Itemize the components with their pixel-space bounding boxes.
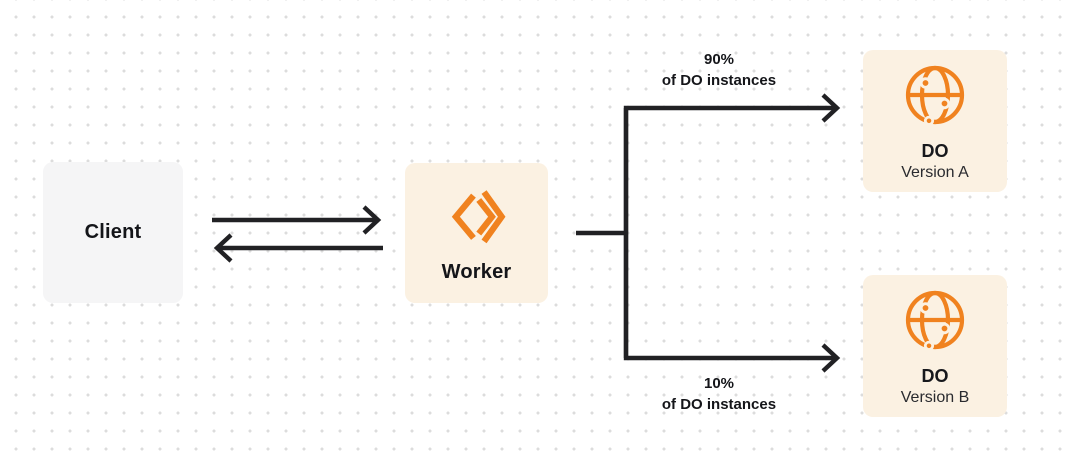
- worker-label: Worker: [441, 261, 512, 283]
- do-a-subtitle: Version A: [901, 164, 969, 181]
- do-version-a-node: DO Version A: [863, 50, 1007, 192]
- do-b-title: DO: [921, 366, 949, 386]
- durable-object-globe-icon: [905, 65, 965, 126]
- split-top-percent: 90%: [703, 51, 735, 68]
- split-top-caption: of DO instances: [661, 72, 777, 89]
- do-b-subtitle: Version B: [900, 389, 970, 406]
- worker-node: Worker: [405, 163, 548, 303]
- split-bottom-caption: of DO instances: [661, 396, 777, 413]
- do-a-title: DO: [921, 141, 949, 161]
- request-response-arrows-icon: [212, 205, 383, 263]
- client-label: Client: [84, 221, 142, 243]
- workers-logo-icon: [451, 190, 506, 244]
- do-version-b-node: DO Version B: [863, 275, 1007, 417]
- split-bottom-label: 10% of DO instances: [594, 373, 844, 415]
- split-bottom-percent: 10%: [703, 375, 735, 392]
- durable-object-globe-icon: [905, 290, 965, 351]
- traffic-split-arrows-icon: [576, 93, 841, 373]
- client-node: Client: [43, 162, 183, 303]
- split-top-label: 90% of DO instances: [594, 49, 844, 91]
